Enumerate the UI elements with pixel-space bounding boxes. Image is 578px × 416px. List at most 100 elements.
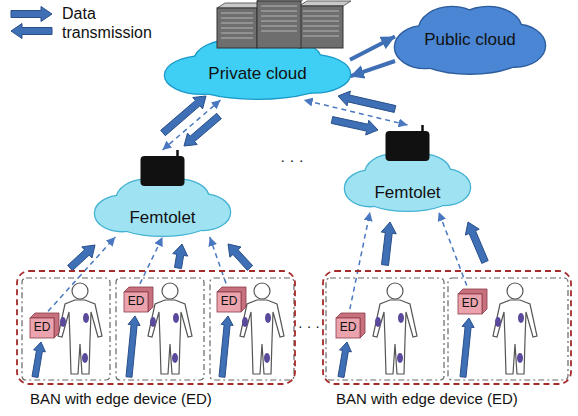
- ellipsis-text: · · ·: [280, 151, 303, 168]
- human-figure: [240, 283, 284, 374]
- transmission-arrow: [331, 117, 378, 135]
- transmission-arrow: [465, 222, 488, 263]
- server-slot: [261, 16, 297, 17]
- transmission-arrow: [173, 244, 188, 269]
- group-outline: [323, 271, 571, 384]
- ed-box-face: [124, 292, 148, 312]
- server-slot: [303, 26, 339, 27]
- server-slot: [303, 16, 339, 17]
- cloud-shape: [165, 40, 350, 99]
- person-box: [448, 278, 568, 380]
- head: [254, 283, 270, 299]
- person-box: [210, 278, 294, 380]
- ed-box-face: [217, 292, 241, 312]
- transmission-arrow: [184, 113, 221, 146]
- body-sensor: [83, 313, 89, 323]
- body-sensor: [150, 317, 156, 327]
- public-cloud: Public cloud: [395, 5, 545, 75]
- person-box: [116, 278, 204, 380]
- ellipsis-text: · · ·: [298, 318, 320, 334]
- server-slot: [261, 26, 297, 27]
- sensor-arrow: [338, 342, 351, 378]
- node-label: ED: [221, 295, 238, 309]
- cloud-link-arrow: [350, 37, 395, 60]
- head: [387, 283, 403, 299]
- node-label: ED: [34, 321, 51, 335]
- transmission-arrow: [68, 245, 95, 271]
- body: [148, 300, 192, 374]
- human-figure: [493, 283, 537, 374]
- server-slot: [221, 38, 253, 39]
- ed-box-depth: [217, 287, 246, 312]
- router-body: [386, 131, 430, 161]
- node-label: Public cloud: [424, 30, 516, 50]
- body: [373, 300, 417, 374]
- edge-device: ED: [217, 292, 241, 312]
- body-sensor: [242, 317, 248, 327]
- head: [507, 283, 523, 299]
- ed-box-face: [30, 318, 54, 338]
- human-figure: [148, 283, 192, 374]
- head: [162, 283, 178, 299]
- server-slot: [261, 11, 297, 12]
- femtolet-router: [141, 150, 185, 186]
- server-slot: [303, 11, 339, 12]
- cloud-bump: [111, 200, 214, 235]
- legend-text: Data transmission: [62, 4, 172, 42]
- server-rack: [217, 0, 351, 48]
- ed-box-depth: [336, 313, 365, 338]
- server-slot: [303, 31, 339, 32]
- group-label: BAN with edge device (ED): [336, 390, 518, 407]
- server-slot: [303, 36, 339, 37]
- body-sensor: [265, 313, 271, 323]
- node-label: Femtolet: [129, 208, 195, 228]
- femtolet-cloud: Femtolet: [95, 150, 230, 237]
- ellipsis-label: · · ·: [298, 317, 320, 335]
- server-slot: [303, 21, 339, 22]
- server-slot: [261, 31, 297, 32]
- body: [240, 300, 284, 374]
- transmission-arrow: [338, 91, 396, 112]
- cloud-link-arrow: [350, 61, 395, 76]
- server-slot: [221, 23, 253, 24]
- femtolet-router: [386, 125, 430, 161]
- human-figure: [58, 283, 102, 374]
- body: [58, 300, 102, 374]
- transmission-arrow: [228, 244, 253, 270]
- node-label: ED: [462, 297, 479, 311]
- node-label: Private cloud: [208, 64, 306, 84]
- sensor-arrow: [126, 316, 140, 377]
- body-sensor: [518, 313, 524, 323]
- sensor-arrow: [460, 318, 474, 377]
- cloud-shape: [345, 155, 470, 211]
- ban-group: BAN with edge device (ED)EDEDED: [16, 270, 296, 385]
- person-box: [326, 278, 444, 380]
- ellipsis-label: · · ·: [280, 151, 303, 169]
- transmission-link: [348, 212, 370, 318]
- femtolet-cloud: Femtolet: [345, 125, 470, 212]
- cloud-shape: [395, 7, 545, 74]
- ban-group: BAN with edge device (ED)EDED: [322, 270, 572, 385]
- transmission-arrow: [381, 222, 396, 265]
- server-tower: [299, 6, 343, 48]
- server-slot: [261, 21, 297, 22]
- edge-device: ED: [30, 318, 54, 338]
- legend-arrow: [11, 7, 52, 22]
- legend-arrow: [11, 24, 52, 39]
- head: [72, 283, 88, 299]
- transmission-link: [163, 100, 221, 150]
- node-label: ED: [340, 321, 357, 335]
- server-tower: [257, 1, 301, 48]
- body-sensor: [60, 317, 66, 327]
- transmission-link: [42, 237, 115, 318]
- transmission-link: [304, 100, 408, 125]
- body-sensor: [264, 353, 270, 363]
- router-body: [141, 156, 185, 186]
- node-label: ED: [128, 295, 145, 309]
- transmission-link: [210, 237, 229, 292]
- ed-box-depth: [458, 289, 487, 314]
- cloud-bump: [187, 62, 328, 99]
- transmission-link: [439, 212, 470, 294]
- body-sensor: [397, 353, 403, 363]
